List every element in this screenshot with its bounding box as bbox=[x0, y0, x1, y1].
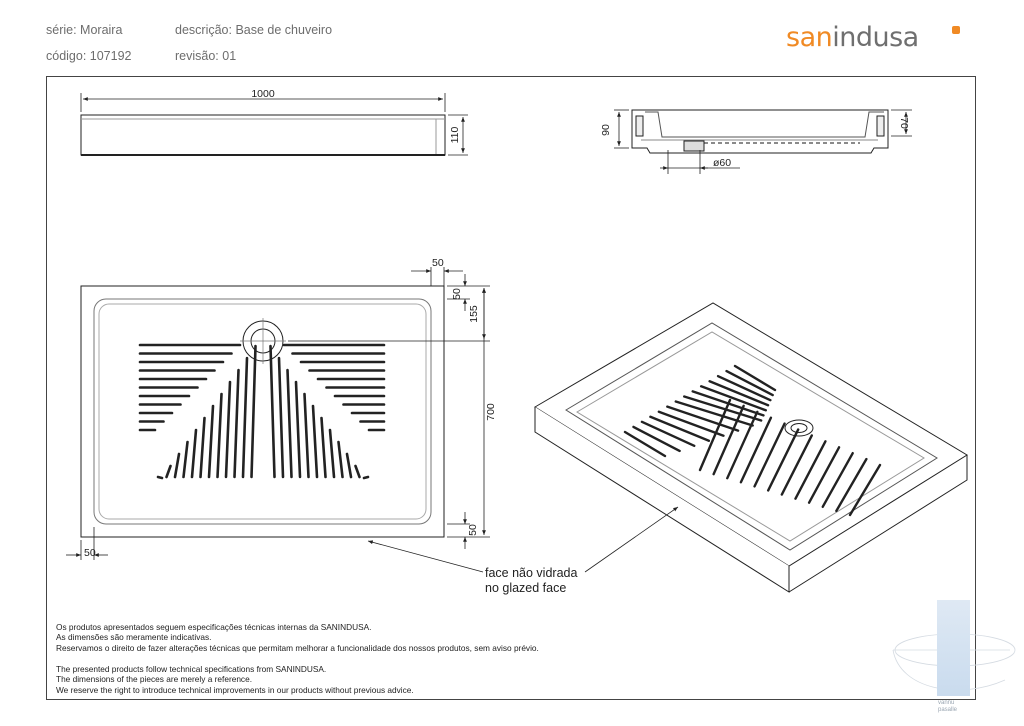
iso-groove bbox=[708, 380, 770, 407]
plan-groove bbox=[182, 440, 189, 479]
iso-groove bbox=[674, 400, 754, 427]
dim-width-text: 1000 bbox=[251, 88, 275, 100]
note-pt-2: As dimensões são meramente indicativas. bbox=[56, 632, 212, 643]
drawing-frame bbox=[46, 76, 976, 700]
logo-part-san: san bbox=[786, 22, 833, 53]
plan-groove bbox=[286, 368, 293, 479]
isometric-grooves bbox=[623, 364, 882, 517]
front-elevation bbox=[80, 114, 446, 156]
iso-groove bbox=[835, 457, 868, 513]
iso-groove bbox=[699, 385, 767, 412]
callout-arrows bbox=[367, 506, 679, 573]
iso-groove bbox=[807, 446, 841, 504]
plan-groove bbox=[165, 464, 172, 479]
plan-groove bbox=[328, 428, 336, 479]
iso-groove bbox=[725, 369, 774, 397]
iso-groove bbox=[666, 405, 740, 432]
plan-groove bbox=[277, 356, 285, 479]
logo-part-indusa: indusa bbox=[832, 22, 919, 53]
glaze-callout: face não vidrada no glazed face bbox=[485, 566, 577, 596]
notes-english: The presented products follow technical … bbox=[56, 664, 414, 695]
plan-groove bbox=[294, 380, 302, 479]
iso-groove bbox=[726, 410, 759, 480]
plan-groove bbox=[173, 452, 181, 479]
iso-groove bbox=[657, 410, 725, 437]
plan-groove bbox=[190, 428, 198, 479]
iso-groove bbox=[794, 440, 827, 500]
plan-groove bbox=[224, 380, 232, 479]
section-view bbox=[631, 109, 889, 154]
dim-drain-offset-x-text: 50 bbox=[432, 257, 444, 269]
callout-line-en: no glazed face bbox=[485, 581, 567, 595]
decorative-bar bbox=[937, 600, 970, 696]
plan-view bbox=[80, 285, 445, 538]
notes-portuguese: Os produtos apresentados seguem especifi… bbox=[56, 622, 539, 653]
note-en-2: The dimensions of the pieces are merely … bbox=[56, 674, 252, 685]
callout-line-pt: face não vidrada bbox=[485, 566, 578, 580]
iso-groove bbox=[739, 416, 773, 484]
section-dimensions bbox=[614, 109, 912, 174]
iso-groove bbox=[683, 395, 763, 422]
plan-groove bbox=[269, 344, 276, 479]
dim-height-text: 110 bbox=[449, 126, 461, 143]
iso-groove bbox=[766, 428, 800, 492]
sanindusa-logo: sanindusa bbox=[786, 22, 919, 53]
plan-groove bbox=[216, 392, 223, 479]
iso-groove bbox=[780, 434, 814, 496]
plan-groove bbox=[199, 416, 206, 479]
iso-groove bbox=[649, 415, 711, 442]
iso-groove bbox=[716, 374, 772, 402]
descricao-label: descrição: Base de chuveiro bbox=[175, 23, 333, 37]
plan-groove bbox=[241, 356, 249, 479]
plan-groove bbox=[337, 440, 344, 479]
dim-side-height-text: 90 bbox=[600, 124, 612, 136]
front-height-dimension bbox=[448, 114, 468, 156]
plan-groove bbox=[320, 416, 327, 479]
plan-grooves bbox=[138, 343, 386, 480]
plan-groove bbox=[345, 452, 353, 479]
plan-groove bbox=[250, 344, 257, 479]
iso-groove bbox=[712, 404, 745, 476]
plan-groove bbox=[303, 392, 310, 479]
logo-mark-icon bbox=[952, 26, 960, 34]
note-pt-3: Reservamos o direito de fazer alterações… bbox=[56, 642, 539, 653]
plan-groove bbox=[207, 404, 215, 479]
front-width-dimension bbox=[80, 93, 446, 112]
note-en-3: We reserve the right to introduce techni… bbox=[56, 684, 414, 695]
revisao-label: revisão: 01 bbox=[175, 49, 237, 63]
serie-label: série: Moraira bbox=[46, 23, 123, 37]
iso-groove bbox=[632, 425, 681, 453]
iso-groove bbox=[640, 420, 696, 448]
note-pt-1: Os produtos apresentados seguem especifi… bbox=[56, 622, 372, 632]
watermark-line-1: vannu bbox=[938, 700, 955, 706]
iso-groove bbox=[821, 451, 854, 509]
plan-dimensions bbox=[66, 267, 490, 560]
isometric-view bbox=[534, 302, 968, 593]
plan-groove bbox=[233, 368, 240, 479]
dim-left-margin-text: 50 bbox=[84, 547, 96, 559]
codigo-label: código: 107192 bbox=[46, 49, 132, 63]
dim-depth-text: 700 bbox=[485, 403, 497, 421]
decorative-watermark: vannu pasalle bbox=[938, 700, 957, 714]
iso-groove bbox=[623, 430, 667, 458]
iso-groove bbox=[698, 398, 732, 472]
dim-drain-diameter-text: ø60 bbox=[713, 157, 731, 169]
plan-groove bbox=[156, 475, 164, 480]
dim-bottom-margin-text: 50 bbox=[467, 524, 479, 536]
plan-groove bbox=[311, 404, 319, 479]
dim-drain-offset-y-small-text: 50 bbox=[451, 288, 463, 300]
iso-groove bbox=[753, 422, 786, 488]
plan-groove bbox=[354, 464, 361, 479]
iso-groove bbox=[848, 463, 882, 517]
note-en-1: The presented products follow technical … bbox=[56, 664, 327, 674]
dim-drain-offset-y-text: 155 bbox=[468, 305, 480, 323]
dim-rim-height-text: 70 bbox=[898, 117, 910, 129]
plan-groove bbox=[362, 475, 370, 480]
iso-groove bbox=[733, 364, 777, 392]
watermark-line-2: pasalle bbox=[938, 707, 958, 713]
